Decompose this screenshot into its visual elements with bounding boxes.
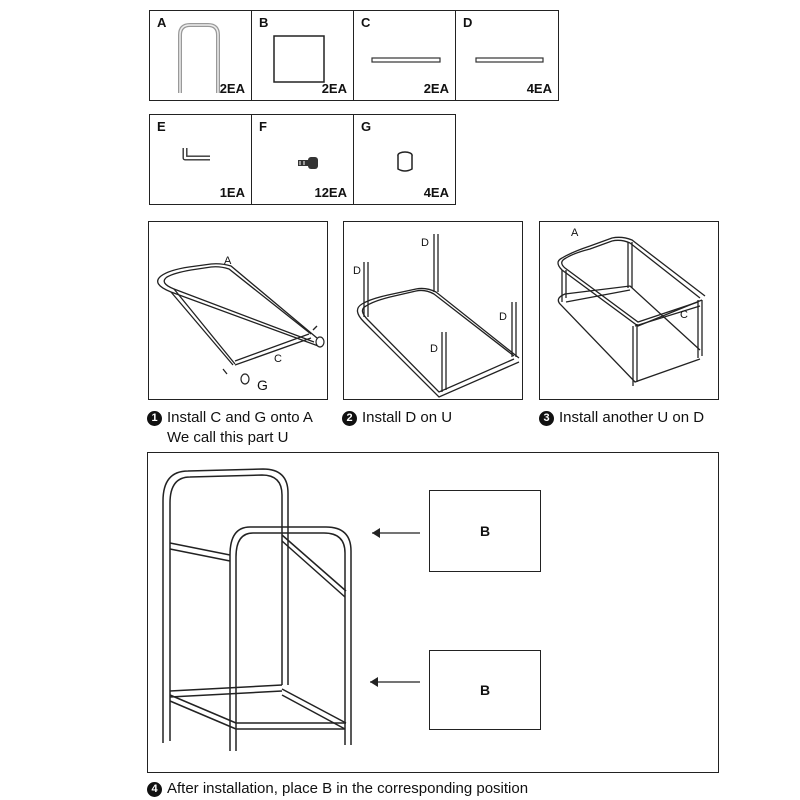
part-quantity: 1EA [219, 185, 245, 200]
part-quantity: 2EA [219, 81, 245, 96]
step-text: After installation, place B in the corre… [167, 780, 529, 797]
label-d: D [353, 265, 361, 277]
part-letter: B [259, 15, 269, 30]
step-number-badge: 3 [539, 411, 554, 426]
label-g: G [257, 377, 268, 393]
part-letter: D [463, 15, 473, 30]
step-3-panel: A C [539, 221, 719, 400]
part-quantity: 2EA [321, 81, 347, 96]
step-4-caption: 4 After installation, place B in the corr… [147, 779, 528, 799]
foot-cap-icon [397, 151, 413, 172]
part-quantity: 4EA [423, 185, 449, 200]
part-e-box: E 1EA [149, 114, 252, 205]
arrow-left-icon [372, 528, 420, 538]
part-letter: F [259, 119, 267, 134]
part-quantity: 2EA [423, 81, 449, 96]
part-f-box: F 12EA [251, 114, 354, 205]
part-letter: G [361, 119, 372, 134]
panel-b-label: B [479, 523, 491, 539]
step-4-illustration [162, 468, 420, 751]
screw-icon [298, 157, 318, 169]
panel-b-bottom: B [429, 650, 541, 730]
square-panel-icon [273, 35, 325, 83]
step-subtext: We call this part U [167, 429, 289, 446]
part-g-box: G 4EA [353, 114, 456, 205]
step-number-badge: 2 [342, 411, 357, 426]
step-2-caption: 2 Install D on U [342, 408, 452, 428]
label-d: D [499, 311, 507, 323]
u-frame-icon [178, 23, 220, 93]
step-1-panel: A C G [148, 221, 328, 400]
arrow-left-icon [370, 677, 420, 687]
label-a: A [571, 227, 579, 239]
step-1-caption: 1 Install C and G onto A We call this par… [147, 408, 313, 448]
label-a: A [224, 255, 232, 267]
step-1-illustration: A C G [157, 255, 325, 393]
step-text: Install C and G onto A [167, 409, 313, 426]
step-number-badge: 4 [147, 782, 162, 797]
label-d: D [421, 237, 429, 249]
step-3-illustration: A C [557, 227, 706, 386]
part-d-box: D 4EA [455, 10, 559, 101]
long-bar-icon [371, 57, 441, 63]
step-2-illustration: D D D D [353, 234, 520, 398]
step-3-caption: 3 Install another U on D [539, 408, 704, 428]
step-text: Install D on U [362, 409, 453, 426]
panel-b-top: B [429, 490, 541, 572]
part-quantity: 4EA [526, 81, 552, 96]
part-a-box: A 2EA [149, 10, 252, 101]
part-letter: A [157, 15, 167, 30]
part-c-box: C 2EA [353, 10, 456, 101]
step-2-panel: D D D D [343, 221, 523, 400]
allen-key-icon [182, 148, 210, 161]
label-c: C [274, 353, 282, 365]
foot-cap-icon [240, 336, 325, 385]
panel-b-label: B [479, 682, 491, 698]
bar-icon [475, 57, 544, 63]
step-4-panel: B B [147, 452, 719, 773]
part-letter: E [157, 119, 166, 134]
step-text: Install another U on D [559, 409, 705, 426]
part-letter: C [361, 15, 371, 30]
part-quantity: 12EA [314, 185, 347, 200]
part-b-box: B 2EA [251, 10, 354, 101]
step-number-badge: 1 [147, 411, 162, 426]
label-d: D [430, 343, 438, 355]
label-c: C [680, 309, 688, 321]
